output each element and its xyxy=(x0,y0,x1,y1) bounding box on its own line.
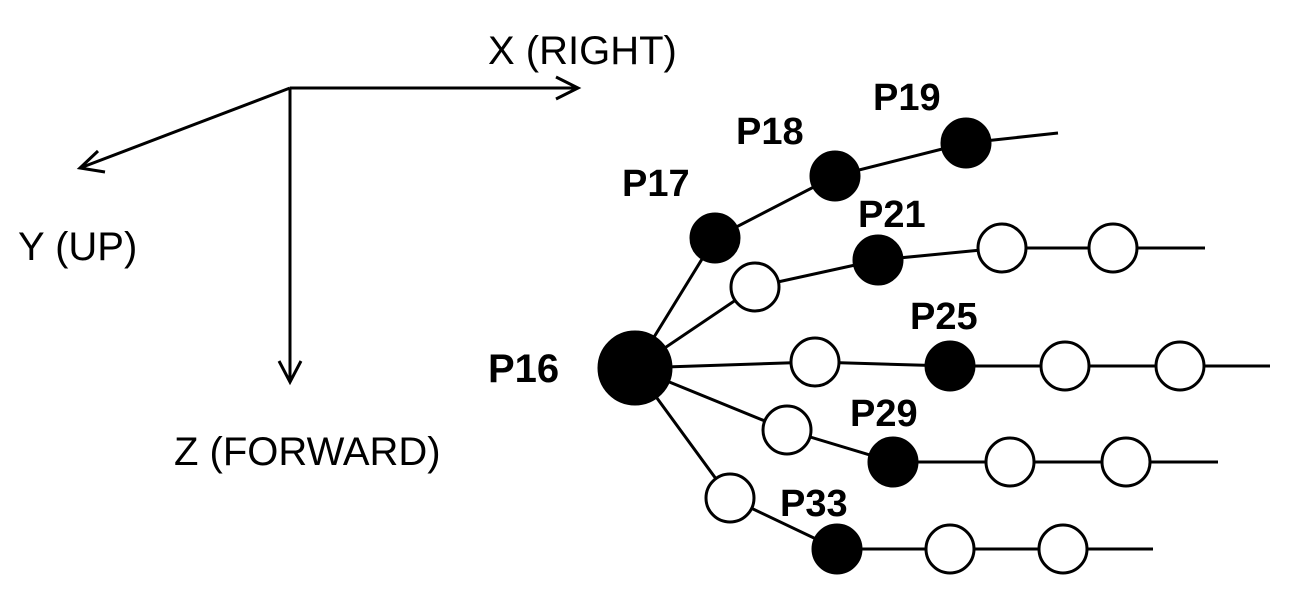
joint-p29 xyxy=(867,436,919,488)
joint-open xyxy=(1039,340,1091,392)
joint-p17 xyxy=(689,212,741,264)
label-p19: P19 xyxy=(873,77,941,119)
joint-p19 xyxy=(940,117,992,169)
joint-p21 xyxy=(852,234,904,286)
label-p29: P29 xyxy=(850,393,918,435)
joint-p16-root xyxy=(597,330,673,406)
joint-open xyxy=(704,472,756,524)
joint-open xyxy=(789,336,841,388)
x-axis-arrowhead xyxy=(555,75,582,101)
label-p17: P17 xyxy=(622,163,690,205)
joint-labels: P16 P17 P18 P19 P21 P25 P29 P33 xyxy=(488,77,978,525)
label-p16: P16 xyxy=(488,347,559,391)
x-axis-label: X (RIGHT) xyxy=(488,29,677,73)
y-axis-line xyxy=(79,86,291,170)
label-p33: P33 xyxy=(780,483,848,525)
joint-open xyxy=(761,404,813,456)
coordinate-axes: X (RIGHT) Y (UP) Z (FORWARD) xyxy=(18,29,677,474)
joint-open xyxy=(1037,523,1089,575)
label-p18: P18 xyxy=(736,111,804,153)
joint-open xyxy=(1100,436,1152,488)
joint-open xyxy=(924,523,976,575)
z-axis-arrowhead xyxy=(277,360,303,386)
joints xyxy=(597,117,1206,575)
y-axis-label: Y (UP) xyxy=(18,225,137,269)
joint-open xyxy=(1087,222,1139,274)
joint-p18 xyxy=(809,150,861,202)
joint-open xyxy=(1154,340,1206,392)
joint-open xyxy=(729,261,781,313)
y-axis-arrowhead xyxy=(76,149,106,174)
z-axis-label: Z (FORWARD) xyxy=(174,430,441,474)
label-p21: P21 xyxy=(858,194,926,236)
joint-open xyxy=(976,222,1028,274)
joint-p25 xyxy=(924,340,976,392)
joint-open xyxy=(984,436,1036,488)
joint-p33 xyxy=(811,523,863,575)
label-p25: P25 xyxy=(910,296,978,338)
